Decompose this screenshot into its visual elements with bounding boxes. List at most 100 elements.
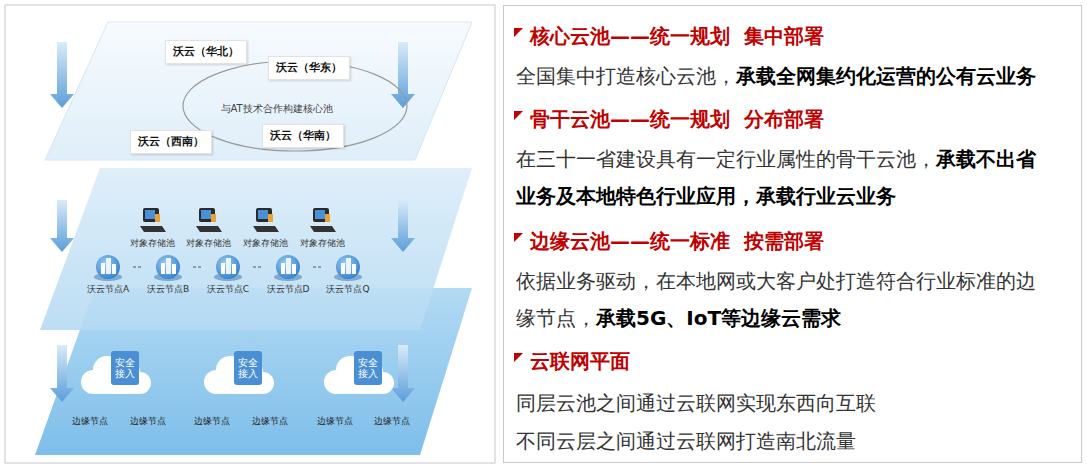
region-label: 沃云（华东） [276, 61, 342, 75]
icon-building [281, 263, 285, 274]
storage-accent [155, 214, 160, 222]
dashed-link [193, 267, 203, 268]
left-frame [5, 5, 495, 463]
storage-label: 对象存储池 [243, 237, 288, 249]
storage-base [140, 226, 166, 232]
region-box: 沃云（西南） [130, 130, 212, 154]
down-arrow [50, 345, 74, 402]
access-badge [354, 351, 382, 385]
cloud-node: 沃云节点Q [323, 252, 373, 295]
heading-text: 云联网平面 [530, 349, 630, 373]
cloud-icon [81, 351, 151, 394]
marker-triangle [514, 111, 523, 120]
cloud-node: 沃云节点C [203, 252, 253, 295]
icon-building [286, 258, 291, 274]
node-label: 沃云节点A [83, 283, 133, 295]
icon-disc [336, 255, 360, 279]
down-arrow [391, 200, 415, 252]
down-arrow [50, 42, 74, 108]
body-text: 不同云层之间通过云联网打造南北流量 [516, 429, 856, 453]
storage-screen [201, 210, 211, 219]
storage-monitor [143, 208, 159, 222]
edge-node-label: 边缘节点 [130, 415, 166, 427]
building-icon [333, 252, 363, 282]
section-heading: 边缘云池——统一标准 按需部署 [514, 228, 1069, 254]
access-label: 安全接入 [238, 357, 258, 379]
icon-building [221, 263, 225, 274]
icon-disc [96, 255, 120, 279]
heading-text: 骨干云池——统一规划 分布部署 [530, 107, 824, 131]
heading-text: 边缘云池——统一标准 按需部署 [530, 229, 824, 253]
storage-monitor [313, 208, 329, 222]
edge-node-label: 边缘节点 [252, 415, 288, 427]
dashed-link [313, 267, 323, 268]
cloud-node: 沃云节点A [83, 252, 133, 295]
section-heading: 云联网平面 [514, 348, 1069, 374]
storage-accent [325, 214, 330, 222]
section-body: 依据业务驱动，在本地网或大客户处打造符合行业标准的边缘节点，承载5G、IoT等边… [516, 263, 1051, 337]
access-badge [234, 351, 262, 385]
edge-node-label: 边缘节点 [374, 415, 410, 427]
marker-triangle [514, 28, 523, 37]
body-text: 全国集中打造核心云池， [516, 64, 736, 88]
storage-base [310, 226, 336, 232]
building-icon [273, 252, 303, 282]
icon-building [346, 258, 351, 274]
icon-building [292, 264, 296, 274]
edge-node-label: 边缘节点 [72, 415, 108, 427]
body-text: 在三十一省建设具有一定行业属性的骨干云池， [516, 147, 936, 171]
down-arrow [50, 200, 74, 252]
dashed-link [253, 267, 263, 268]
text-panel: 核心云池——统一规划 集中部署全国集中打造核心云池，承载全网集约化运营的公有云业… [503, 5, 1082, 463]
storage-screen [315, 210, 325, 219]
heading-marker [514, 111, 523, 120]
storage-icon [310, 208, 336, 232]
icon-disc [276, 255, 300, 279]
edge-node-label: 边缘节点 [317, 415, 353, 427]
section-body: 在三十一省建设具有一定行业属性的骨干云池，承载不出省业务及本地特色行业应用，承载… [516, 141, 1051, 215]
region-label: 沃云（华南） [270, 129, 336, 143]
heading-marker [514, 28, 523, 37]
icon-disc [156, 255, 180, 279]
body-text-bold: 承载全网集约化运营的公有云业务 [736, 64, 1036, 88]
cloud-node: 沃云节点B [143, 252, 193, 295]
icon-building [341, 263, 345, 274]
storage-screen [258, 210, 268, 219]
core-layer [45, 22, 472, 160]
region-box: 沃云（华南） [262, 124, 344, 148]
access-label: 安全接入 [115, 357, 135, 379]
body-text: 同层云池之间通过云联网实现东西向互联 [516, 391, 876, 415]
icon-disc [216, 255, 240, 279]
icon-building [101, 263, 105, 274]
node-label: 沃云节点C [203, 283, 253, 295]
region-box: 沃云（华东） [268, 56, 350, 80]
backbone-layer [40, 168, 472, 330]
heading-text: 核心云池——统一规划 集中部署 [530, 24, 824, 48]
storage-label: 对象存储池 [300, 237, 345, 249]
building-icon [153, 252, 183, 282]
cloud-icon [204, 351, 274, 394]
cloud-node: 沃云节点D [263, 252, 313, 295]
storage-icon [253, 208, 279, 232]
icon-building [352, 264, 356, 274]
icon-building [226, 258, 231, 274]
storage-icon [196, 208, 222, 232]
storage-base [253, 226, 279, 232]
down-arrow [391, 345, 415, 402]
icon-building [161, 263, 165, 274]
storage-icon [140, 208, 166, 232]
section-body: 不同云层之间通过云联网打造南北流量 [516, 423, 1051, 460]
node-label: 沃云节点B [143, 283, 193, 295]
storage-label: 对象存储池 [186, 237, 231, 249]
section-heading: 骨干云池——统一规划 分布部署 [514, 106, 1069, 132]
node-label: 沃云节点Q [323, 283, 373, 295]
marker-triangle [514, 353, 523, 362]
storage-monitor [256, 208, 272, 222]
icon-building [172, 264, 176, 274]
access-label: 安全接入 [358, 357, 378, 379]
body-text-bold: 承载5G、IoT等边缘云需求 [596, 306, 841, 330]
edge-node-label: 边缘节点 [194, 415, 230, 427]
region-label: 沃云（华北） [173, 45, 239, 59]
section-body: 同层云池之间通过云联网实现东西向互联 [516, 385, 1051, 422]
